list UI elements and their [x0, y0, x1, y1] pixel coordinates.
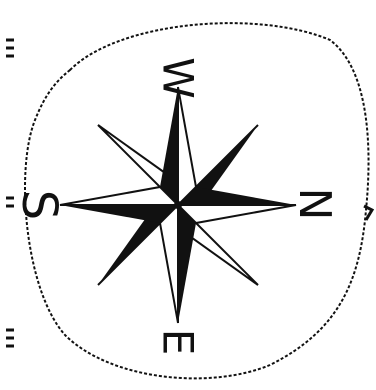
compass-label-north: N — [289, 188, 340, 221]
compass-label-east: E — [154, 329, 203, 356]
edge-mark-top — [6, 40, 14, 56]
compass-label-south: S — [11, 190, 67, 220]
compass-label-west: W — [154, 57, 203, 99]
star-center-dot — [174, 201, 182, 209]
compass-star — [60, 87, 296, 323]
edge-mark-bottom — [6, 330, 14, 346]
